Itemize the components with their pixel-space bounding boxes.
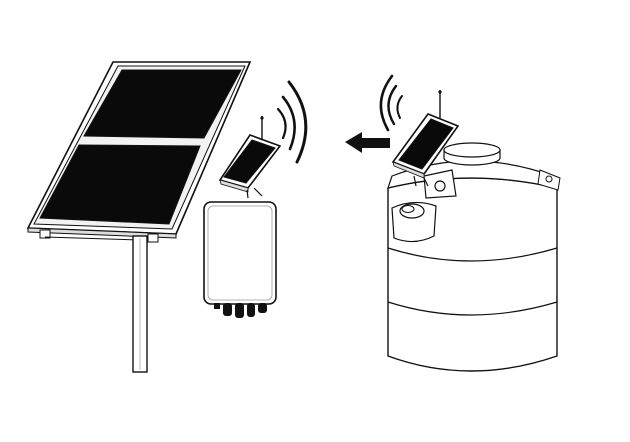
tank-transmitter-screen [398,118,454,170]
inverter-box [203,201,277,318]
solar-panel [26,61,252,243]
wifi-signal-icon [276,80,308,164]
tank-sensor-housing [391,201,437,243]
inverter-connectors [214,303,267,318]
wifi-signal-icon [379,74,403,132]
panel-mount-pole [132,235,148,373]
tank-lid [443,142,501,166]
tank-sensor-transmitter [391,90,460,187]
tank-fitting-right [537,169,561,191]
gateway-transmitter [218,116,282,199]
tank-ring-upper [387,247,558,262]
tank-fitting-left [423,169,457,199]
gateway-screen [223,139,276,184]
water-tank [387,142,561,372]
solar-cell-upper [83,69,242,139]
solar-cell-lower [39,144,201,225]
arrow-left-icon [345,132,390,153]
tank-ring-lower [387,301,558,316]
